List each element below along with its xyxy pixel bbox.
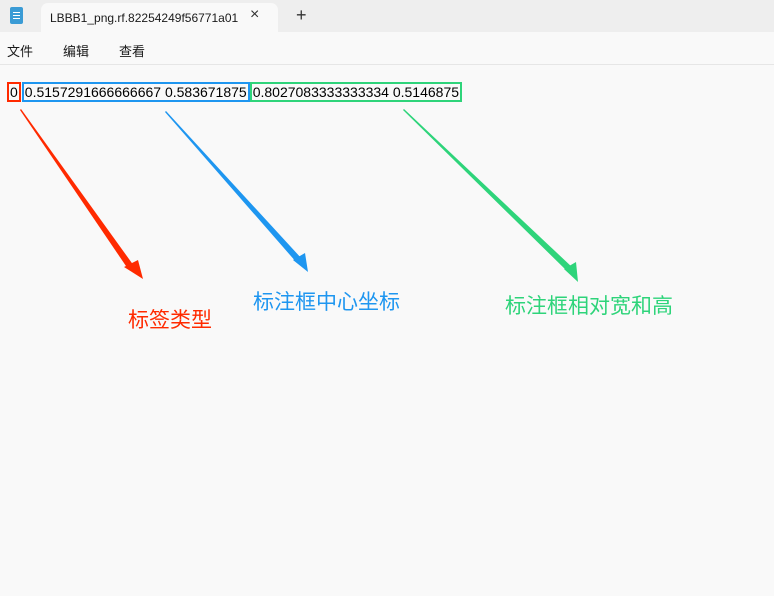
title-bar: LBBB1_png.rf.82254249f56771a01b × + [0,0,774,32]
green-arrow [403,109,573,272]
new-tab-button[interactable]: + [296,5,307,25]
center-coords-text: 0.5157291666666667 0.583671875 [21,82,250,102]
menu-file[interactable]: 文件 [7,44,34,59]
red-arrow [20,109,134,269]
size-text: 0.8027083333333334 0.5146875 [249,82,463,102]
center-label: 标注框中心坐标 [253,291,400,314]
blue-arrow [165,111,302,263]
class-id-text: 0 [7,82,21,102]
menu-bar: 文件 编辑 查看 [0,32,774,65]
green-arrowhead [564,262,578,282]
menu-view[interactable]: 查看 [119,44,146,59]
tab-title: LBBB1_png.rf.82254249f56771a01b [50,11,238,25]
blue-arrowhead [293,253,308,272]
size-label: 标注框相对宽和高 [505,295,673,318]
tab-file[interactable]: LBBB1_png.rf.82254249f56771a01b × [41,3,278,32]
red-arrowhead [124,260,143,279]
close-icon[interactable]: × [250,6,260,23]
notepad-icon [10,7,23,24]
menu-edit[interactable]: 编辑 [63,44,90,59]
class-label: 标签类型 [128,309,212,332]
